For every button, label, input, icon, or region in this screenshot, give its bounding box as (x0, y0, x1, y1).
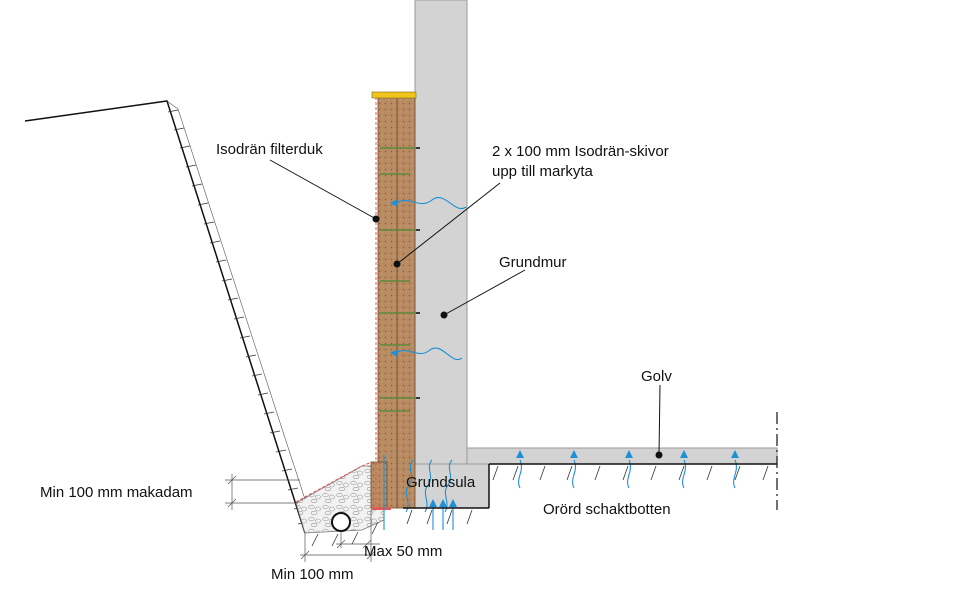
water-arrowheads (390, 199, 739, 507)
drain-pipe (331, 512, 351, 532)
board-anchors (380, 147, 420, 412)
isodran-boards (370, 91, 417, 510)
terrain-slope (24, 100, 315, 534)
label-grundsula: Grundsula (406, 474, 476, 491)
concrete-structure (402, 0, 778, 509)
water-flow (383, 197, 737, 530)
label-grundmur: Grundmur (499, 254, 567, 271)
label-filterduk: Isodrän filterduk (216, 141, 323, 158)
floor-slab (466, 447, 778, 465)
label-skivor-line2: upp till markyta (492, 163, 593, 180)
label-min100: Min 100 mm (271, 566, 354, 583)
label-golv: Golv (641, 368, 672, 385)
dimension-lines (225, 474, 380, 562)
label-skivor-line1: 2 x 100 mm Isodrän-skivor (492, 143, 669, 160)
leader-lines (269, 159, 663, 459)
label-max50: Max 50 mm (364, 543, 443, 560)
foundation-wall (414, 0, 468, 465)
label-schaktbotten: Orörd schaktbotten (543, 501, 671, 518)
label-makadam: Min 100 mm makadam (40, 484, 193, 501)
ground-hatching (311, 463, 777, 547)
